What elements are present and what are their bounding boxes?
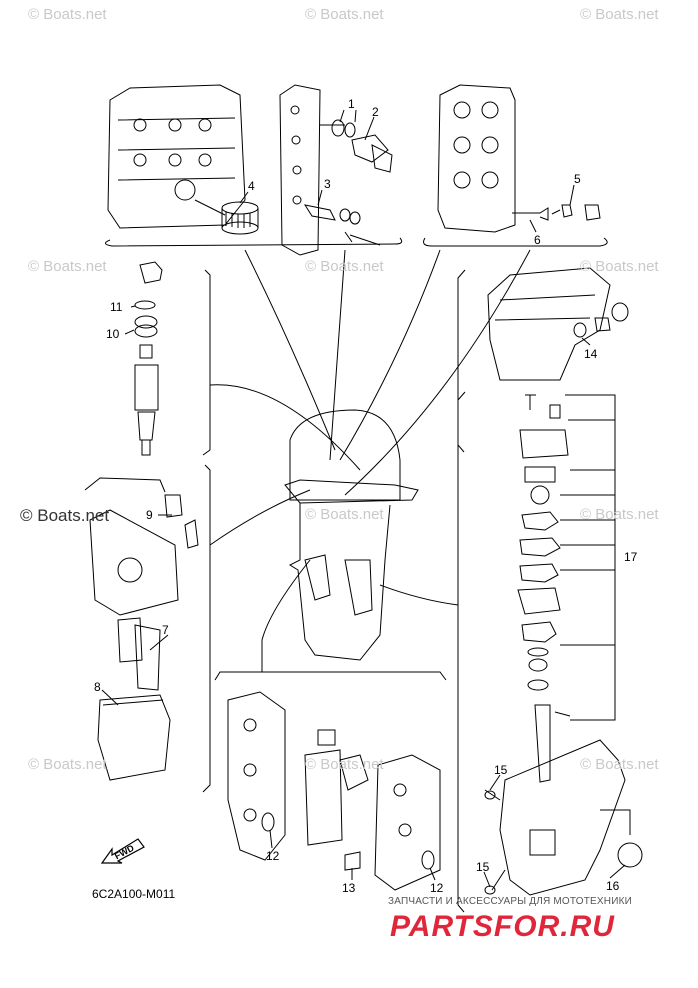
watermark: © Boats.net bbox=[305, 756, 384, 773]
watermark: © Boats.net bbox=[28, 756, 107, 773]
diagram-code: 6C2A100-M011 bbox=[92, 887, 176, 901]
callout-14: 14 bbox=[584, 347, 598, 361]
leader-callout-11 bbox=[130, 305, 136, 308]
fuel-filter-upper bbox=[134, 261, 163, 456]
leader-callout-15b bbox=[483, 871, 491, 888]
watermark: © Boats.net bbox=[305, 258, 384, 275]
leader-callout-7 bbox=[149, 634, 169, 651]
callout-17: 17 bbox=[624, 550, 638, 564]
callout-16: 16 bbox=[606, 879, 620, 893]
swivel-bracket-right bbox=[374, 754, 441, 891]
swivel-bracket-left bbox=[227, 691, 286, 861]
watermark-prominent: © Boats.net bbox=[20, 506, 110, 525]
leader-5 bbox=[209, 384, 361, 471]
tilt-cylinder bbox=[304, 729, 369, 871]
leader-8 bbox=[379, 584, 459, 606]
watermark: © Boats.net bbox=[580, 6, 659, 23]
watermark: © Boats.net bbox=[580, 506, 659, 523]
leader-6 bbox=[209, 489, 311, 546]
callout-4: 4 bbox=[248, 179, 255, 193]
engine-head-right bbox=[437, 84, 601, 233]
callout-15a: 15 bbox=[494, 763, 508, 777]
watermark: © Boats.net bbox=[28, 6, 107, 23]
callout-9: 9 bbox=[146, 508, 153, 522]
engine-block-left bbox=[107, 84, 246, 229]
vapor-separator bbox=[84, 477, 199, 781]
leader-2 bbox=[329, 249, 346, 461]
watermark: © Boats.net bbox=[28, 258, 107, 275]
bracket-right-lower bbox=[457, 391, 466, 913]
callout-13: 13 bbox=[342, 881, 356, 895]
leader-callout-4 bbox=[239, 191, 249, 204]
leader-callout-15a bbox=[489, 774, 501, 791]
watermark: © Boats.net bbox=[580, 258, 659, 275]
fwd-arrow-icon bbox=[100, 838, 145, 864]
divider-top-left bbox=[105, 237, 403, 247]
callout-7: 7 bbox=[162, 623, 169, 637]
banner-subtitle: ЗАПЧАСТИ И АКСЕССУАРЫ ДЛЯ МОТОТЕХНИКИ bbox=[388, 896, 633, 907]
leader-callout-1 bbox=[339, 109, 357, 123]
leader-callout-5 bbox=[569, 184, 575, 206]
callout-10: 10 bbox=[106, 327, 120, 341]
leader-callout-3 bbox=[317, 189, 323, 206]
leader-callout-2 bbox=[364, 116, 375, 141]
leader-callout-6 bbox=[529, 219, 537, 233]
leader-callout-14 bbox=[581, 337, 591, 346]
bracket-left-upper bbox=[202, 269, 211, 456]
callout-15b: 15 bbox=[476, 860, 490, 874]
leader-callout-10 bbox=[124, 329, 135, 335]
banner-logo[interactable]: PARTSFOR.RU bbox=[390, 910, 615, 943]
callout-12b: 12 bbox=[430, 881, 444, 895]
leader-7 bbox=[261, 559, 311, 672]
callout-6: 6 bbox=[534, 233, 541, 247]
callout-12a: 12 bbox=[266, 849, 280, 863]
bracket-left-lower bbox=[202, 464, 211, 793]
water-pump-kit bbox=[517, 394, 616, 783]
leader-callout-12a bbox=[269, 829, 273, 849]
lower-casing bbox=[487, 267, 629, 381]
callout-11: 11 bbox=[110, 300, 123, 314]
callout-1: 1 bbox=[348, 97, 355, 111]
outboard-motor bbox=[284, 409, 419, 661]
leader-callout-12b bbox=[429, 867, 436, 881]
callout-3: 3 bbox=[324, 177, 331, 191]
leader-4 bbox=[344, 249, 531, 496]
leader-1 bbox=[244, 249, 336, 451]
divider-top-right bbox=[423, 237, 608, 247]
watermark: © Boats.net bbox=[305, 6, 384, 23]
leader-callout-8 bbox=[101, 689, 119, 706]
callout-8: 8 bbox=[94, 680, 101, 694]
watermark: © Boats.net bbox=[305, 506, 384, 523]
callout-2: 2 bbox=[372, 105, 379, 119]
leader-callout-16 bbox=[609, 864, 626, 879]
leader-3 bbox=[339, 249, 441, 461]
bracket-bottom-center bbox=[214, 671, 447, 681]
oil-filter bbox=[221, 201, 259, 235]
watermark: © Boats.net bbox=[580, 756, 659, 773]
bracket-right-upper bbox=[457, 269, 466, 453]
callout-5: 5 bbox=[574, 172, 581, 186]
